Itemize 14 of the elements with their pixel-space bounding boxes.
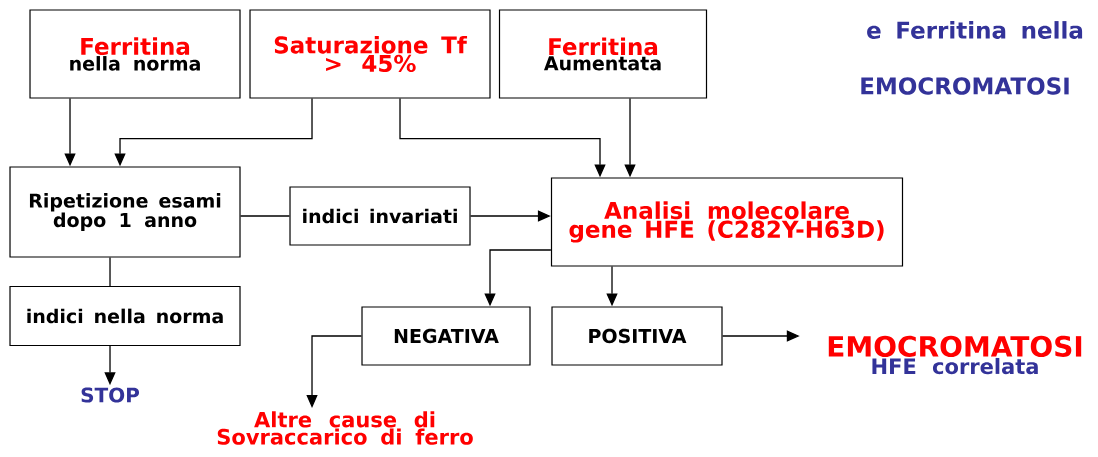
process-box: POSITIVA <box>551 306 723 366</box>
heading-text: e Ferritina nella <box>867 21 1083 39</box>
process-box: indici nella norma <box>9 285 241 347</box>
process-box: NEGATIVA <box>361 306 531 366</box>
outcome-text: EMOCROMATOSI HFE correlata <box>828 335 1082 375</box>
process-box: Ferritina nella norma <box>29 9 241 99</box>
process-box: Saturazione Tf > 45% <box>249 9 491 99</box>
process-box: Ferritina Aumentata <box>498 9 708 99</box>
outcome-text: Altre cause di Sovraccarico di ferro <box>217 411 473 445</box>
process-box: Analisi molecolare gene HFE (C282Y-H63D) <box>550 177 904 267</box>
heading-text: EMOCROMATOSI <box>861 77 1069 95</box>
process-box: Ripetizione esami dopo 1 anno <box>9 166 241 258</box>
outcome-text: STOP <box>81 387 140 403</box>
process-box: indici invariati <box>289 186 471 246</box>
